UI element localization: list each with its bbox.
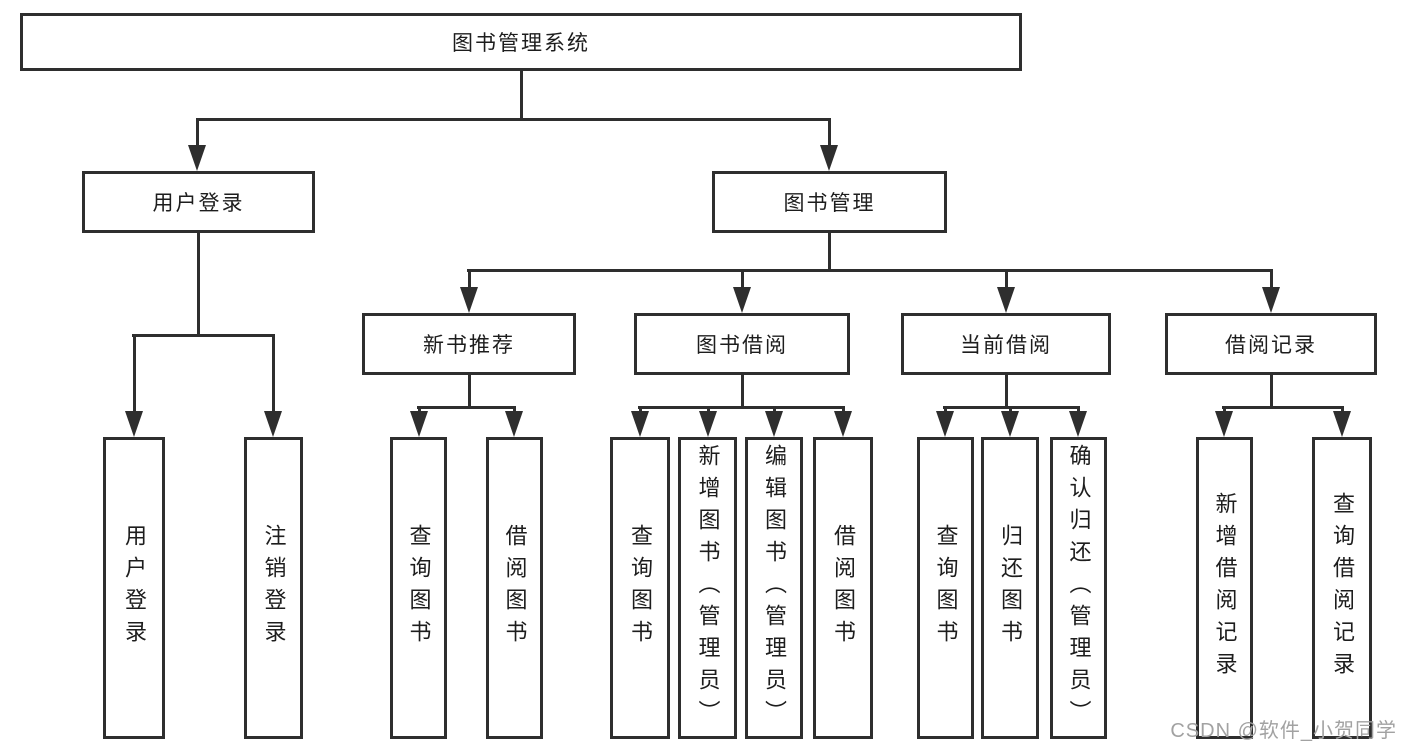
connector-arrowhead <box>834 411 852 437</box>
node-label: 查询借阅记录 <box>1330 492 1355 684</box>
node-label: 编辑图书（管理员） <box>762 444 787 732</box>
connector-arrowhead <box>765 411 783 437</box>
connector-bar <box>132 334 275 337</box>
connector-arrowhead <box>264 411 282 437</box>
connector-drop-line <box>944 406 947 415</box>
connector-arrowhead <box>997 287 1015 313</box>
node-label: 归还图书 <box>998 524 1023 652</box>
leaf-edit-books-admin: 编辑图书（管理员） <box>745 437 803 739</box>
connector-drop-line <box>707 406 710 415</box>
connector-drop-line <box>1009 406 1012 415</box>
leaf-user-login: 用户登录 <box>103 437 165 739</box>
connector-arrowhead <box>820 145 838 171</box>
connector-arrowhead <box>1001 411 1019 437</box>
connector-bar <box>467 269 1273 272</box>
connector-arrowhead <box>1333 411 1351 437</box>
node-label: 注销登录 <box>261 524 287 652</box>
leaf-query-books-recommend: 查询图书 <box>390 437 447 739</box>
node-book-borrowing: 图书借阅 <box>634 313 850 375</box>
connector-arrowhead <box>936 411 954 437</box>
node-label: 借阅记录 <box>1225 334 1317 357</box>
connector-drop-line <box>639 406 642 415</box>
node-label: 新增借阅记录 <box>1212 492 1238 684</box>
connector-drop-line <box>741 269 744 291</box>
leaf-borrow-books-recommend: 借阅图书 <box>486 437 543 739</box>
connector-arrowhead <box>699 411 717 437</box>
connector-drop-line <box>468 269 471 291</box>
node-new-book-recommendation: 新书推荐 <box>362 313 576 375</box>
node-label: 新增图书（管理员） <box>695 444 721 732</box>
connector-arrowhead <box>1215 411 1233 437</box>
node-current-borrowing: 当前借阅 <box>901 313 1111 375</box>
connector-arrowhead <box>1069 411 1087 437</box>
leaf-query-books-borrowing: 查询图书 <box>610 437 670 739</box>
connector-bar <box>196 118 831 121</box>
connector-arrowhead <box>125 411 143 437</box>
leaf-return-books: 归还图书 <box>981 437 1039 739</box>
node-label: 图书借阅 <box>696 334 788 357</box>
connector-stem <box>1270 375 1273 408</box>
node-label: 查询图书 <box>933 524 959 652</box>
leaf-add-borrow-record: 新增借阅记录 <box>1196 437 1253 739</box>
connector-arrowhead <box>460 287 478 313</box>
connector-drop-line <box>1270 269 1273 291</box>
node-label: 当前借阅 <box>960 334 1052 357</box>
connector-arrowhead <box>410 411 428 437</box>
leaf-query-books-current: 查询图书 <box>917 437 974 739</box>
connector-stem <box>741 375 744 408</box>
connector-arrowhead <box>1262 287 1280 313</box>
connector-drop-line <box>1223 406 1226 415</box>
connector-bar <box>1222 406 1344 409</box>
node-user-login: 用户登录 <box>82 171 315 233</box>
connector-arrowhead <box>631 411 649 437</box>
connector-drop-line <box>1005 269 1008 291</box>
connector-stem <box>1005 375 1008 408</box>
connector-stem <box>468 375 471 408</box>
connector-drop-line <box>1341 406 1344 415</box>
connector-drop-line <box>418 406 421 415</box>
connector-drop-line <box>1077 406 1080 415</box>
node-label: 查询图书 <box>628 524 653 652</box>
leaf-confirm-return-admin: 确认归还（管理员） <box>1050 437 1107 739</box>
node-label: 图书管理系统 <box>452 32 590 55</box>
connector-bar <box>638 406 845 409</box>
connector-arrowhead <box>733 287 751 313</box>
leaf-add-books-admin: 新增图书（管理员） <box>678 437 737 739</box>
leaf-logout: 注销登录 <box>244 437 303 739</box>
connector-drop-line <box>272 334 275 415</box>
connector-stem <box>197 233 200 336</box>
connector-drop-line <box>773 406 776 415</box>
node-label: 确认归还（管理员） <box>1066 444 1092 732</box>
node-label: 用户登录 <box>122 524 147 652</box>
connector-drop-line <box>196 118 199 149</box>
connector-drop-line <box>842 406 845 415</box>
connector-stem <box>828 233 831 271</box>
connector-drop-line <box>513 406 516 415</box>
node-label: 新书推荐 <box>423 334 515 357</box>
watermark: CSDN @软件_小贺同学 <box>1170 720 1397 742</box>
leaf-borrow-books-borrowing: 借阅图书 <box>813 437 873 739</box>
connector-arrowhead <box>505 411 523 437</box>
connector-drop-line <box>133 334 136 415</box>
node-label: 借阅图书 <box>831 524 856 652</box>
connector-bar <box>417 406 516 409</box>
node-library-management-system: 图书管理系统 <box>20 13 1022 71</box>
node-label: 用户登录 <box>152 192 245 215</box>
connector-drop-line <box>828 118 831 149</box>
node-borrowing-records: 借阅记录 <box>1165 313 1377 375</box>
node-label: 借阅图书 <box>502 524 528 652</box>
node-label: 图书管理 <box>783 192 876 215</box>
node-label: 查询图书 <box>406 524 432 652</box>
node-book-management: 图书管理 <box>712 171 947 233</box>
connector-arrowhead <box>188 145 206 171</box>
leaf-query-borrow-record: 查询借阅记录 <box>1312 437 1372 739</box>
connector-stem <box>520 71 523 120</box>
